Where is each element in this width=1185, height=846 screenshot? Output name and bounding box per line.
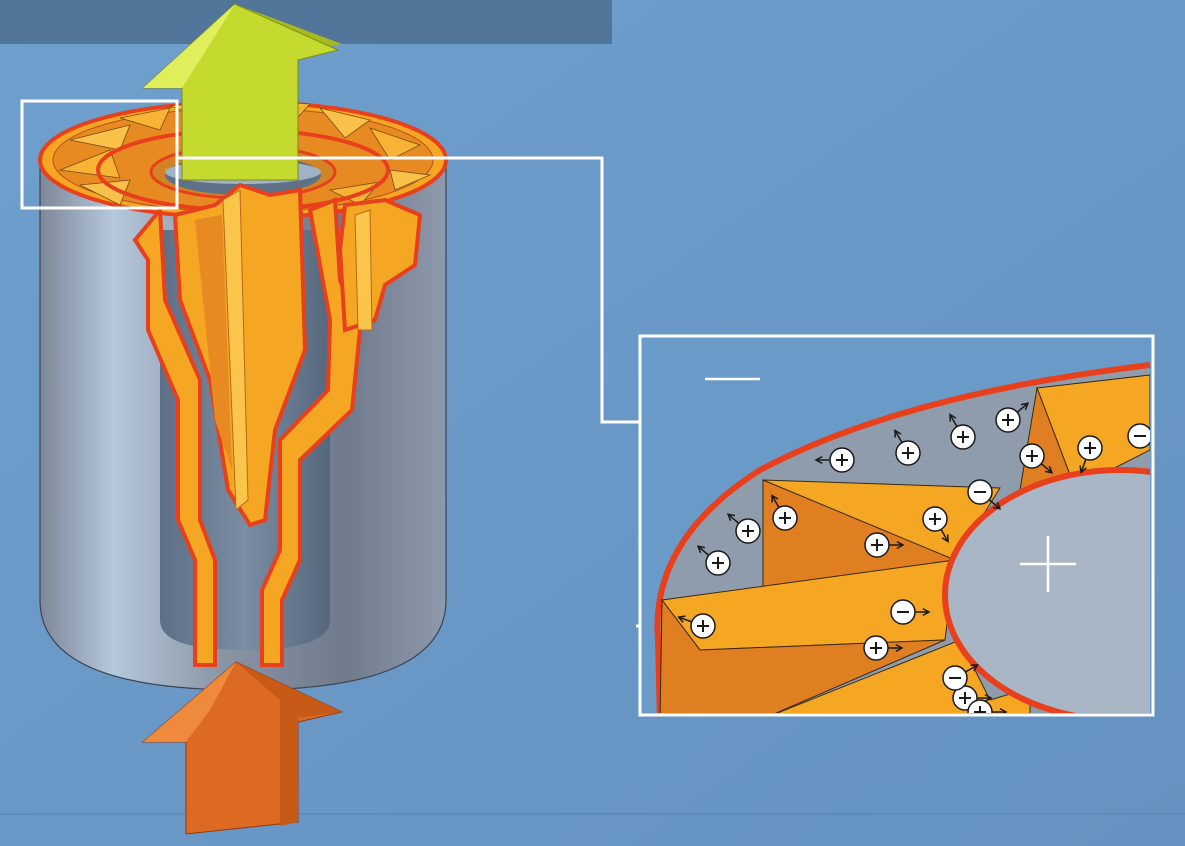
ion-layer xyxy=(677,402,1150,713)
plus-charge-icon xyxy=(696,545,731,576)
plus-sign-icon xyxy=(1020,536,1076,592)
plus-charge-icon xyxy=(771,494,798,531)
plus-charge-icon xyxy=(677,613,716,639)
minus-charge-icon xyxy=(1127,423,1150,449)
plus-charge-icon xyxy=(1019,443,1054,474)
callout-connector xyxy=(177,156,640,424)
inflow-arrow xyxy=(141,661,344,835)
callout-detail xyxy=(638,334,1155,717)
outflow-arrow xyxy=(141,3,342,181)
plus-charge-icon xyxy=(863,635,904,661)
zoom-indicator-box xyxy=(20,99,179,210)
plus-charge-icon xyxy=(1077,435,1103,474)
plus-charge-icon xyxy=(949,413,976,450)
minus-charge-icon xyxy=(890,599,931,625)
plus-charge-icon xyxy=(864,532,905,558)
plus-charge-icon xyxy=(894,429,921,466)
minus-charge-icon xyxy=(942,664,979,691)
minus-charge-icon xyxy=(967,479,1002,510)
filter-cylinder xyxy=(38,99,448,691)
plus-charge-icon xyxy=(814,447,855,473)
callout-frame xyxy=(638,334,1155,717)
plus-charge-icon xyxy=(726,513,761,544)
plus-charge-icon xyxy=(995,402,1030,433)
plus-charge-icon xyxy=(967,699,1008,713)
plus-charge-icon xyxy=(922,506,949,543)
cutaway-fin-left xyxy=(132,204,217,667)
